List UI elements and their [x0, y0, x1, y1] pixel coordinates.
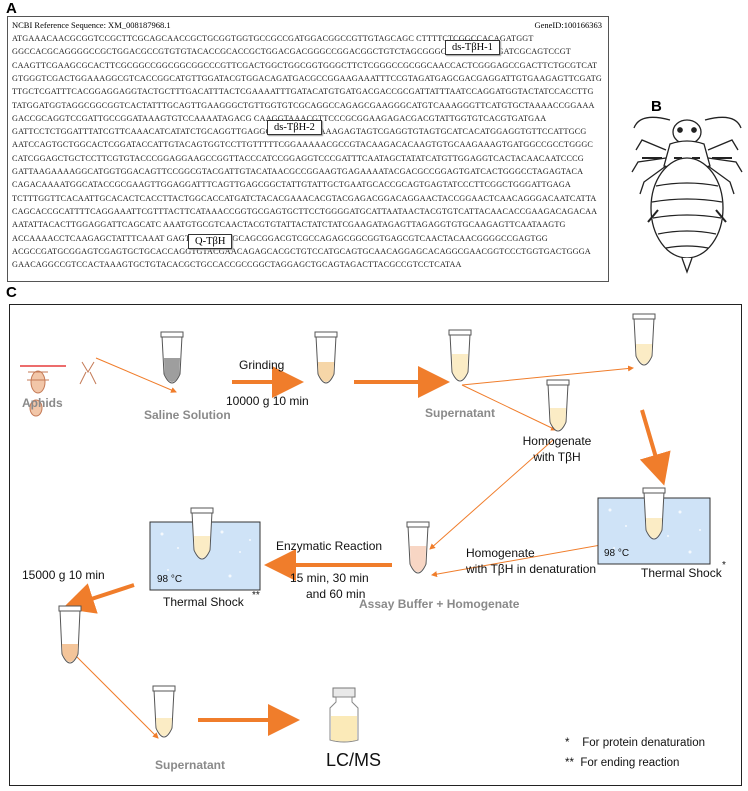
label-98c-left: 98 °C [157, 574, 183, 585]
tube-thermal-left [190, 507, 214, 560]
label-homogenate-tbh-2: with TβH [533, 450, 581, 464]
label-thermal-shock-left: Thermal Shock [163, 595, 244, 609]
sequence-line: CATCGGAGCTGCTCCTTCGTGTACCCGGAGGAAGCCGGTT… [12, 153, 584, 163]
panel-b-label: B [651, 98, 662, 115]
tube-top-right [632, 313, 656, 366]
sequence-line: GAACAGGCCGTCCACTAAAGTGCTGTACACGCTGCCACCG… [12, 260, 462, 270]
label-spin-1: 10000 g 10 min [226, 394, 309, 408]
label-times-1: 15 min, 30 min [290, 571, 369, 585]
note-ending-reaction: ** For ending reaction [565, 757, 680, 769]
tube-thermal-right [642, 487, 666, 540]
tube-homogenate [546, 379, 570, 432]
label-98c-right: 98 °C [604, 548, 630, 559]
tube-assay [406, 521, 430, 574]
tube-saline [160, 331, 184, 384]
tube-supernatant-2 [152, 685, 176, 738]
sequence-line: CAAGTTCGAAGCGCACTTCGCGGCCGGCGGCGGCCCGTTC… [12, 60, 598, 70]
aphid-icons [27, 361, 97, 417]
label-supernatant-1: Supernatant [425, 406, 496, 420]
sequence-line: TCTTTGGTTCACAATTGCACACTCACCTTACTGGCACCAT… [12, 193, 597, 203]
sequence-line: GTGGGTCGACTGGAAAGGCGTCACCGGCATGTTGGATACG… [12, 73, 602, 83]
tube-centrifuged [58, 605, 82, 664]
lcms-vial [329, 687, 359, 743]
label-thermal-shock-right: Thermal Shock [641, 566, 722, 580]
sequence-box: NCBI Reference Sequence: XM_008187968.1 … [7, 16, 609, 282]
label-thermal-left-mark: ** [252, 590, 260, 601]
tube-supernatant-1 [448, 329, 472, 382]
sequence-line: TATGGATGGTAGGCGGCGGTCACTATTTGCAGTTGAAGGG… [12, 100, 595, 110]
label-enzymatic: Enzymatic Reaction [276, 539, 383, 553]
sequence-line: AATATTACACTTGGAGGATTCAGCATC AAATGTGCGTCA… [12, 220, 566, 230]
label-homogenate-tbh-1: Homogenate [522, 434, 592, 448]
sequence-line: GGCCACGCAGGGGCCGCTGGACGCCGTGTGTACACCGCAC… [12, 47, 571, 57]
sequence-line: ATGAAACAACGCGGTCCGCTTCGCAGCAACCGCTGCGGTG… [12, 34, 534, 43]
primer-tag-q: Q-TβH [188, 234, 233, 249]
label-saline: Saline Solution [144, 408, 231, 422]
primer-tag-ds2: ds-TβH-2 [267, 120, 322, 135]
sequence-line: GATTAAGAAAAGGCATGGTGGACAGTTCCGGCGTACGATT… [12, 167, 584, 176]
sequence-line: ACCAAAACCTCAAGAGCTATTTCAAAT GAGTGGGAGAGG… [12, 233, 548, 243]
label-homogenate-den-1: Homogenate [466, 546, 535, 560]
sequence-line: AATCCAGTGCTGGCACTCGGATACCATTGTACAGTGGTCC… [12, 140, 593, 150]
sequence-line: CAGCACCGCATTTTCAGGAAATTCGTTTACTTCATAAACC… [12, 206, 598, 216]
panel-c-label: C [6, 284, 17, 301]
tube-ground [314, 331, 338, 384]
aphid-illustration [631, 116, 743, 274]
label-times-2: and 60 min [306, 587, 366, 601]
label-aphids: Aphids [22, 396, 63, 410]
panel-a-label: A [6, 0, 17, 17]
label-lcms: LC/MS [326, 750, 382, 770]
label-supernatant-2: Supernatant [155, 758, 226, 772]
label-grinding: Grinding [239, 358, 285, 372]
sequence-line: ACGCCGATGCGGAGTCGAGTGCTGCACCAGGTGTACGAAC… [12, 246, 591, 256]
sequence-line: GACCGCAGGTCCGATTGCCGGATAAAGTGTCCAAAATAGA… [12, 113, 547, 123]
label-assay-buffer: Assay Buffer + Homogenate [359, 597, 520, 611]
label-homogenate-den-2: with TβH in denaturation [466, 562, 597, 576]
label-thermal-right-mark: * [722, 560, 726, 571]
sequence-line: CAGACAAAATGGCATACCGCGAAGTTGGAGGATTTCAGTT… [12, 180, 571, 190]
label-spin-2: 15000 g 10 min [22, 568, 105, 582]
note-denaturation: * For protein denaturation [565, 737, 705, 749]
primer-tag-ds1: ds-TβH-1 [445, 40, 500, 55]
sequence-line: TTGCTCGATTTCACGGAGGAGGTACTGCTTTGACATTTAC… [12, 87, 594, 97]
gene-id: GeneID:100166363 [534, 20, 602, 30]
sequence-accession: NCBI Reference Sequence: XM_008187968.1 [12, 20, 171, 30]
